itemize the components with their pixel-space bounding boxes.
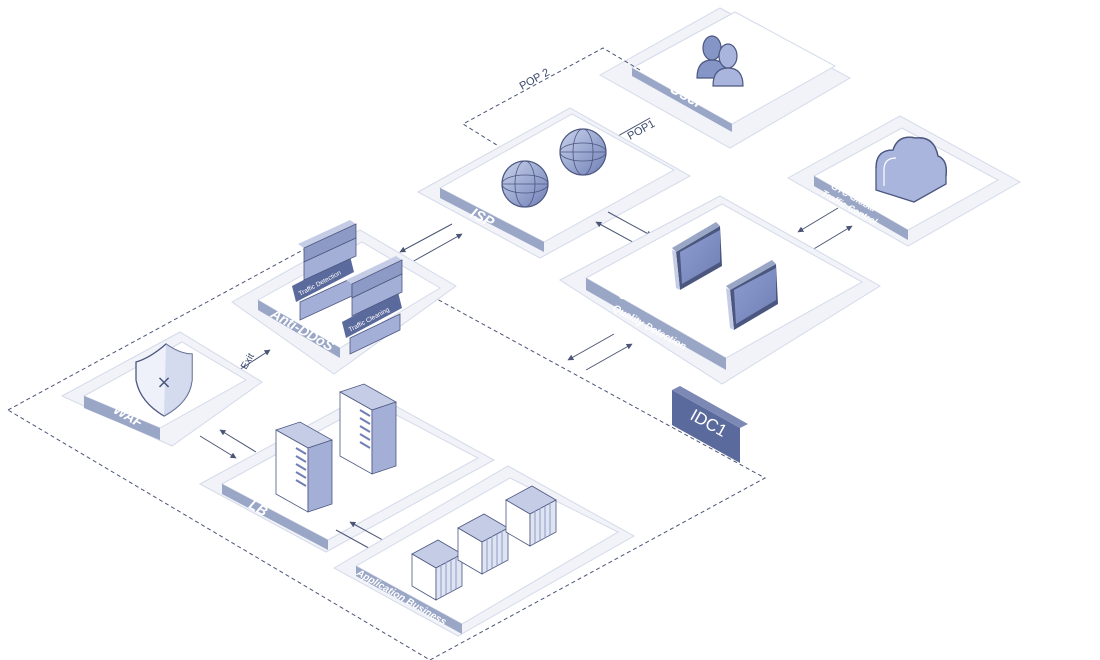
regional-panel: Regional Business Node Quality Detection — [559, 195, 881, 385]
pop2-path — [462, 47, 641, 153]
exit-label: Exit — [239, 351, 257, 371]
waf-lb-arrow-a — [199, 435, 237, 459]
regional-idc-arrow-b — [585, 343, 633, 371]
isp-panel: ISP — [416, 107, 692, 259]
idc-badge: IDC1 — [672, 386, 748, 463]
antiddos-panel: Anti-DDoS Traffic Detection Traffic Clea… — [231, 220, 457, 375]
regional-idc-arrow-a — [567, 333, 615, 361]
user-panel: User — [598, 7, 852, 149]
server-icon — [275, 421, 333, 513]
gtc-arrow-out — [811, 225, 853, 251]
cloud-icon — [875, 136, 947, 203]
rack-icon — [457, 513, 509, 575]
server-icon — [339, 383, 397, 475]
shield-icon: × — [135, 343, 193, 417]
lb-panel: LB — [198, 383, 496, 553]
monitor-icon — [672, 222, 722, 290]
traffic-detection-device: Traffic Detection — [292, 220, 357, 321]
monitor-icon — [726, 260, 778, 330]
isp-antiddos-arrow-b — [411, 233, 463, 263]
pop1-label: POP1 — [626, 118, 657, 143]
waf-lb-arrow-b — [219, 429, 257, 453]
gtc-arrow-in — [797, 207, 839, 233]
waf-panel: WAF × — [60, 331, 263, 447]
isp-antiddos-arrow-a — [399, 223, 453, 253]
svg-text:×: × — [156, 372, 171, 393]
idc-region — [6, 237, 767, 660]
rack-icon — [505, 485, 557, 547]
isp-regional-arrow-a — [607, 211, 653, 237]
gtc-panel: GTC Global Traffic Control — [786, 115, 1022, 247]
user-icon — [696, 35, 744, 87]
application-panel: Application Business — [332, 465, 636, 637]
pop2-label: POP 2 — [518, 67, 552, 93]
globe-icon — [501, 160, 549, 208]
exit-arrow — [235, 349, 271, 373]
globe-icon — [559, 128, 607, 176]
